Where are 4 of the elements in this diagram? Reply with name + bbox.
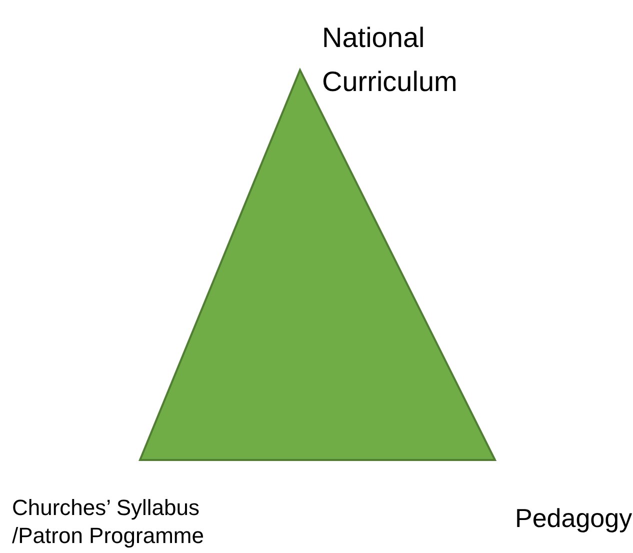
triangle	[138, 68, 497, 461]
vertex-label: Pedagogy	[515, 502, 630, 534]
vertex-label: Churches’ Syllabus /Patron Programme	[12, 494, 205, 550]
vertex-label: National Curriculum	[322, 21, 458, 99]
